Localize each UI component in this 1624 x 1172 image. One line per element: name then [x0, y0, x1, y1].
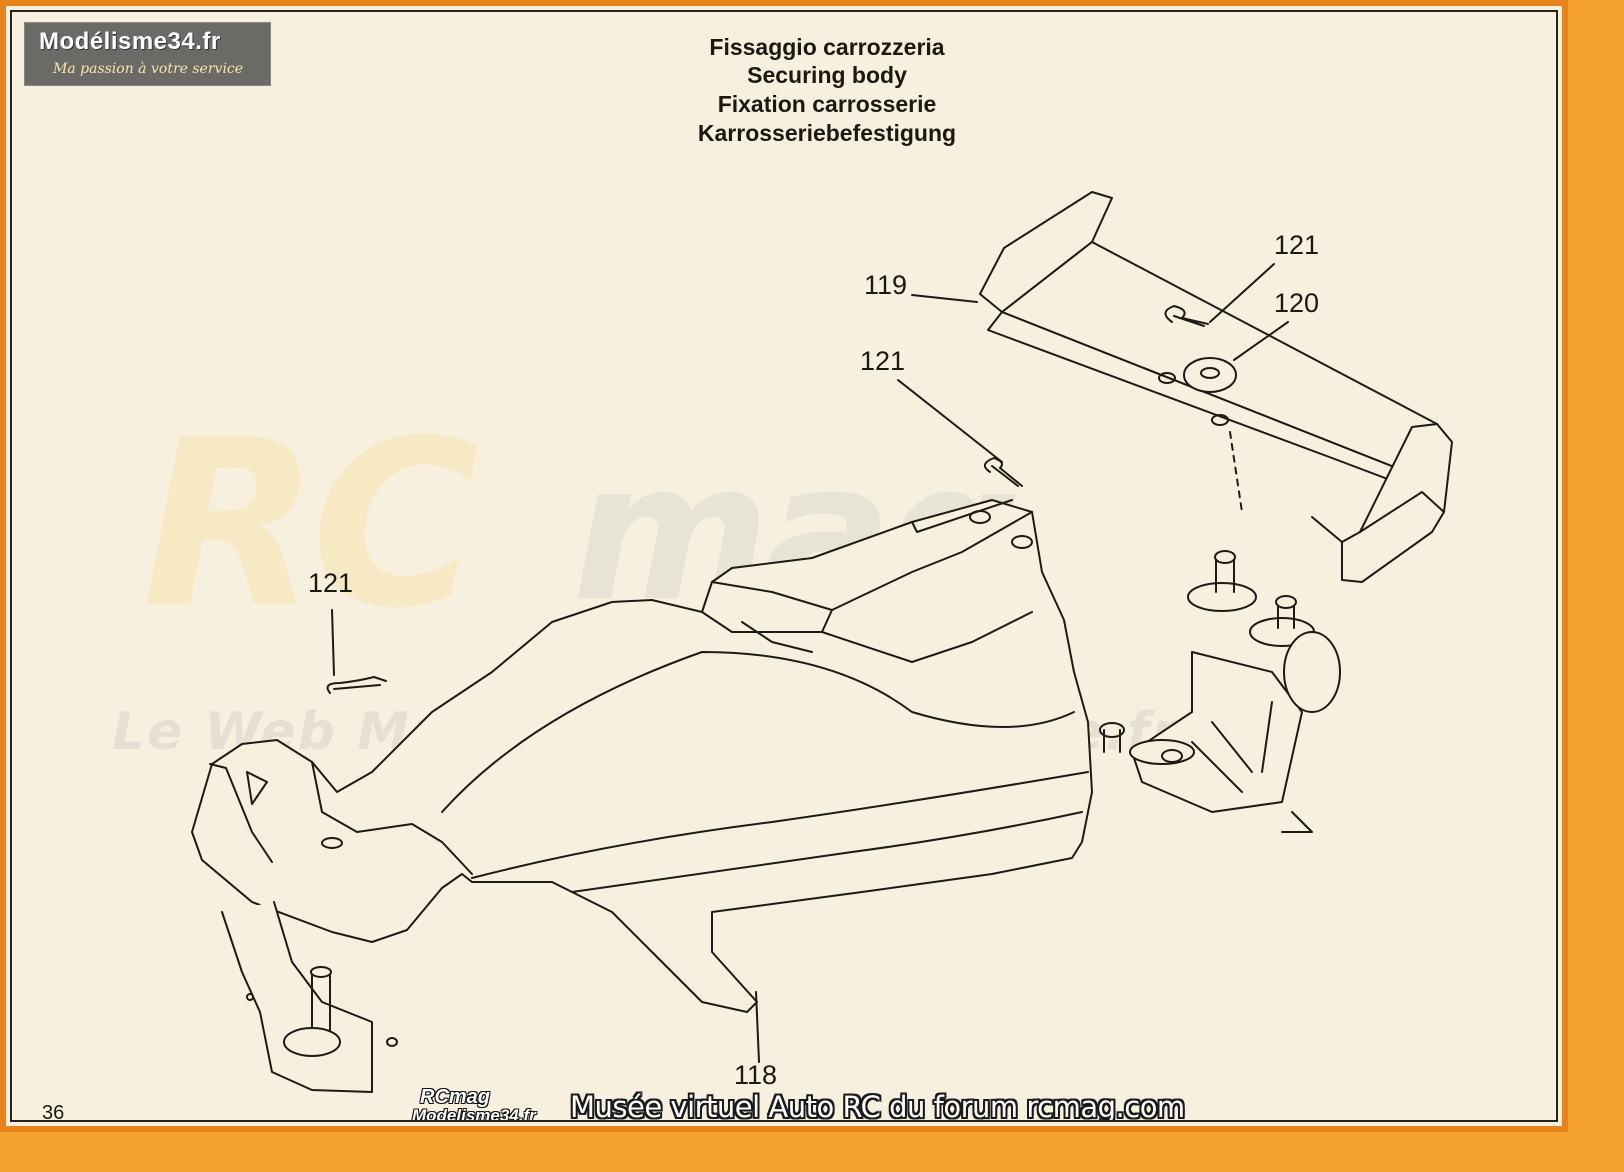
callout-120: 120 [1274, 288, 1320, 318]
site-logo[interactable]: Modélisme34.fr Ma passion à votre servic… [24, 22, 271, 86]
body-clip-left [326, 676, 387, 694]
title-german: Karrosseriebefestigung [697, 120, 957, 146]
body-clip-top [1164, 305, 1209, 327]
callout-121-mid: 121 [860, 346, 906, 376]
rcmag-badge[interactable]: RCmag Modelisme34.fr [412, 1086, 564, 1122]
rear-wing-mount [1099, 550, 1341, 833]
logo-tagline: Ma passion à votre service [53, 61, 244, 77]
title-french: Fixation carrosserie [717, 91, 937, 117]
callout-118: 118 [734, 1060, 778, 1090]
callout-119: 119 [864, 270, 908, 300]
page-number: 36 [42, 1102, 65, 1122]
page-frame: RC mag Le Web Magazine du Modelisme.fr [0, 0, 1568, 1132]
callout-121-top: 121 [1274, 230, 1320, 260]
body-shell-part-118 [191, 499, 1093, 1013]
watermark-rc: RC [142, 392, 480, 659]
body-clip-mid [983, 457, 1023, 487]
callout-121-left: 121 [308, 568, 354, 598]
front-body-mount [221, 901, 398, 1093]
title-italian: Fissaggio carrozzeria [709, 34, 945, 60]
badge-rcmag: RCmag [420, 1086, 491, 1108]
washer-part-120 [1183, 357, 1237, 393]
title-english: Securing body [747, 62, 907, 88]
badge-modelisme: Modelisme34.fr [412, 1106, 536, 1122]
manual-page: RC mag Le Web Magazine du Modelisme.fr [10, 10, 1558, 1122]
museum-credit: Musée virtuel Auto RC du forum rcmag.com [570, 1090, 1185, 1122]
body-assembly-drawing [191, 191, 1453, 1093]
logo-name: Modélisme34.fr [39, 28, 221, 55]
